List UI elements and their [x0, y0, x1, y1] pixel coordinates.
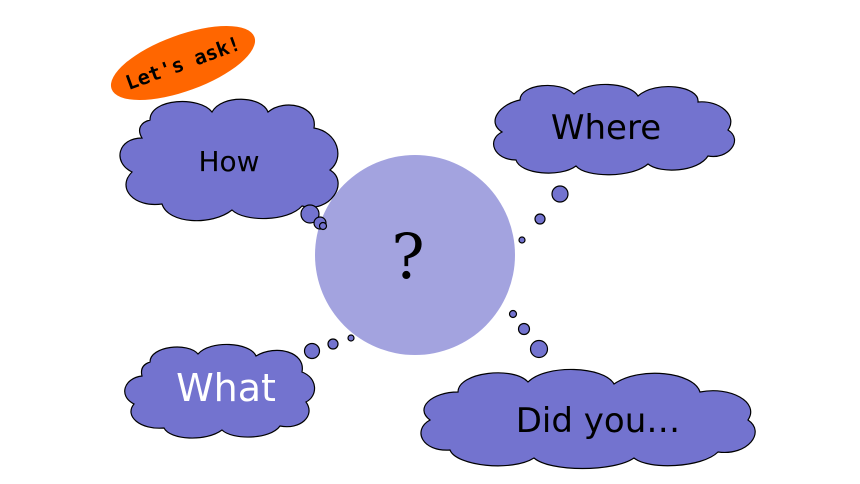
- bubble-how-1: [300, 204, 320, 224]
- bubble-where-1: [551, 185, 569, 203]
- badge-shape: [110, 26, 256, 100]
- cloud-did-you: [420, 309, 756, 470]
- cloud-what: [124, 334, 355, 439]
- bubble-what-2: [327, 338, 339, 350]
- bubble-did-you-2: [517, 322, 531, 336]
- cloud-where-label: Where: [551, 108, 661, 148]
- bubble-did-you-1: [529, 339, 549, 359]
- question-mark: ?: [391, 220, 424, 293]
- cloud-how-shape: [119, 98, 339, 222]
- cloud-how: [119, 98, 339, 231]
- bubble-how-3: [318, 221, 328, 231]
- bubble-what-3: [347, 334, 355, 342]
- bubble-where-3: [518, 236, 526, 244]
- cloud-how-label: How: [198, 145, 259, 178]
- cloud-what-shape: [124, 343, 316, 439]
- center-question-node: ?: [315, 155, 515, 355]
- center-circle: [315, 155, 515, 355]
- cloud-did-you-shape: [420, 368, 756, 470]
- cloud-did-you-label: Did you…: [516, 401, 681, 441]
- cloud-where-shape: [493, 83, 735, 176]
- bubble-did-you-3: [508, 309, 518, 319]
- cloud-what-label: What: [176, 366, 276, 410]
- bubble-where-2: [534, 213, 546, 225]
- cloud-where: [493, 83, 735, 244]
- bubble-what-1: [303, 342, 321, 360]
